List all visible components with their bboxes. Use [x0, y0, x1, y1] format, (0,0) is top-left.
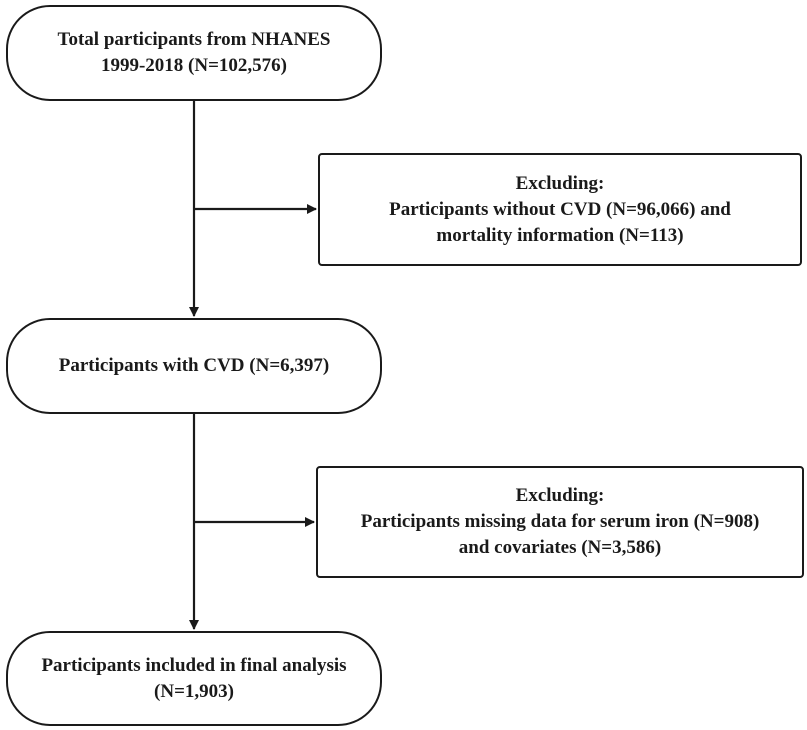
box-total-line2: 1999-2018 (N=102,576)	[100, 55, 288, 76]
exclusion-second-heading: Excluding:	[515, 485, 605, 506]
box-final-line1: Participants included in final analysis	[41, 654, 347, 676]
box-final-analysis: Participants included in final analysis …	[6, 631, 382, 726]
exclusion-first-line1: Participants without CVD (N=96,066) and	[389, 198, 731, 220]
box-total-participants: Total participants from NHANES 1999-2018…	[6, 5, 382, 101]
exclusion-first-heading: Excluding:	[515, 172, 605, 194]
exclusion-first-line2: mortality information (N=113)	[436, 224, 684, 246]
box-participants-with-cvd: Participants with CVD (N=6,397)	[6, 318, 382, 414]
box-exclusion-second: Excluding: Participants missing data for…	[316, 466, 804, 578]
box-exclusion-first: Excluding: Participants without CVD (N=9…	[318, 153, 802, 266]
box-cvd-line1: Participants with CVD (N=6,397)	[58, 355, 330, 376]
box-total-line1: Total participants from NHANES	[57, 29, 331, 50]
exclusion-second-line1: Participants missing data for serum iron…	[360, 511, 760, 532]
box-final-line2: (N=1,903)	[154, 680, 234, 702]
exclusion-second-line2: and covariates (N=3,586)	[458, 537, 662, 558]
